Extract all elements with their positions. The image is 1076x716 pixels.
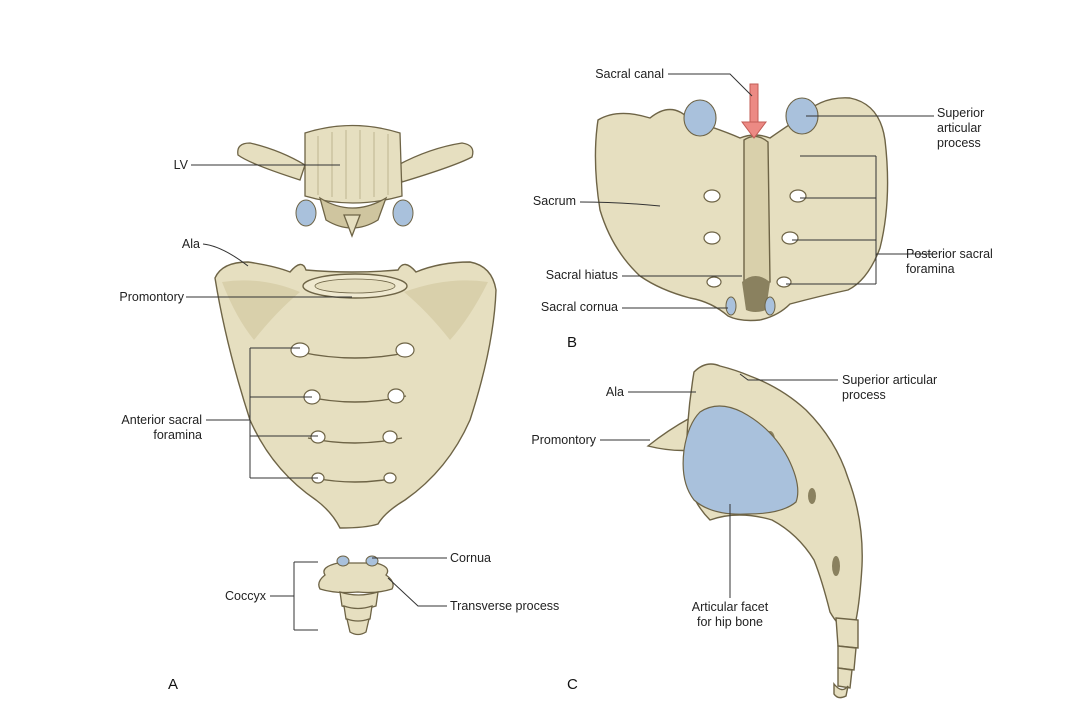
posterior-sacral-foramina-shapes [703,189,807,288]
panel-label-c: C [567,676,578,693]
label-posterior-sacral-foramina: Posterior sacral foramina [906,247,993,277]
articular-facet-hip-shape [682,405,799,515]
label-lv: LV [173,158,188,172]
label-ala-anterior: Ala [181,237,200,251]
label-posterior-sacral-foramina-line1: Posterior sacral [906,247,993,261]
label-sacral-cornua: Sacral cornua [540,300,618,314]
label-superior-articular-process-lateral-line2: process [842,388,886,402]
label-anterior-sacral-foramina-line2: foramina [153,428,202,442]
panel-label-b: B [567,334,578,351]
label-ala-lateral: Ala [605,385,624,399]
label-sacrum: Sacrum [532,194,576,208]
leader-lines [186,73,934,631]
label-posterior-sacral-foramina-line2: foramina [906,262,955,276]
label-sacral-canal: Sacral canal [595,67,664,81]
posterior-superior-articular-facets [683,97,819,137]
panel-label-a: A [168,676,179,693]
label-promontory-anterior: Promontory [119,290,184,304]
label-coccyx: Coccyx [225,589,266,603]
label-superior-articular-process-posterior: Superior articular process [937,106,984,151]
sacrum-posterior-view [594,97,889,322]
anterior-sacral-foramina-shapes [290,342,415,484]
label-superior-articular-process-posterior-line2: articular [937,121,982,135]
label-cornua: Cornua [450,551,491,565]
label-articular-facet-hip-bone: Articular facet for hip bone [660,600,800,630]
label-anterior-sacral-foramina: Anterior sacral foramina [90,413,202,443]
label-articular-facet-hip-bone-line2: for hip bone [696,615,764,629]
label-articular-facet-hip-bone-line1: Articular facet [691,600,769,614]
coccyx-anterior-view [318,562,394,636]
coccyx-cornua-shapes [336,555,379,567]
label-superior-articular-process-posterior-line1: Superior [937,106,985,120]
lumbar-vertebra-lv [237,124,474,238]
label-superior-articular-process-posterior-line3: process [937,136,981,150]
label-superior-articular-process-lateral: Superior articular process [842,373,937,403]
sacrum-lateral-view [646,363,863,699]
sacral-canal-arrow [741,83,767,139]
label-superior-articular-process-lateral-line1: Superior articular [842,373,938,387]
posterior-sacral-cornua-shapes [725,296,776,316]
label-transverse-process: Transverse process [450,599,560,613]
label-sacral-hiatus: Sacral hiatus [545,268,618,282]
lv-articular-facets [295,199,414,227]
label-promontory-lateral: Promontory [531,433,596,447]
sacrum-anterior-view [214,261,497,529]
label-anterior-sacral-foramina-line1: Anterior sacral [121,413,202,427]
